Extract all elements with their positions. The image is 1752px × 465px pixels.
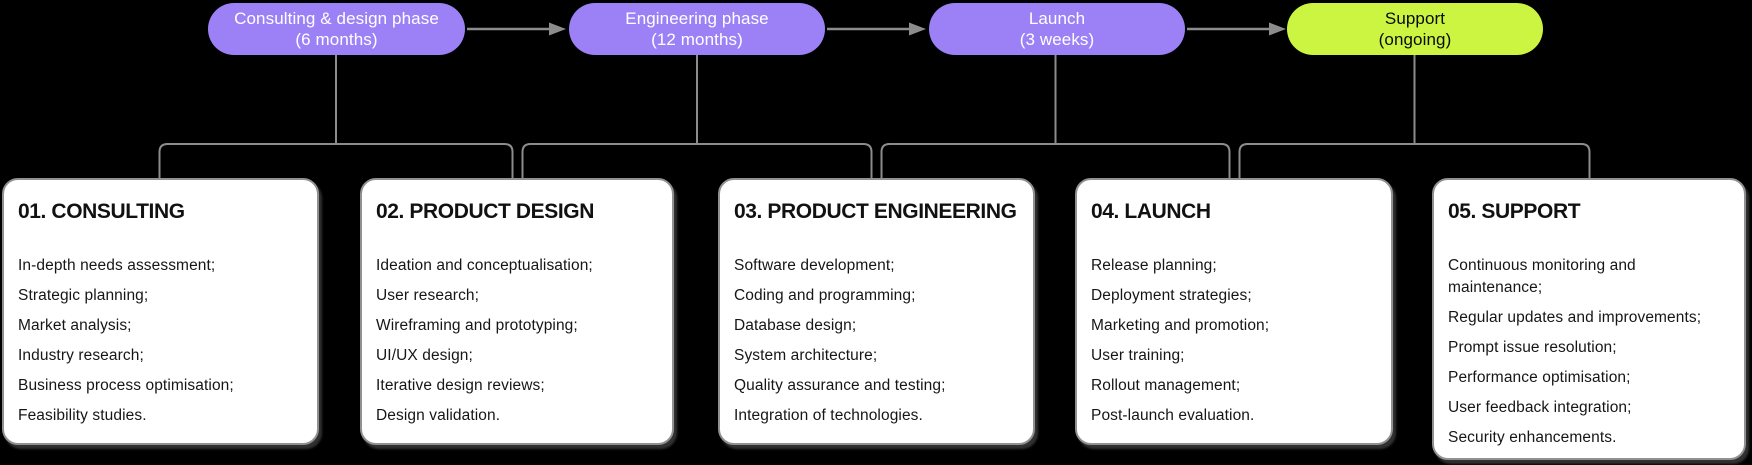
card-item: Software development;	[734, 257, 895, 274]
card-item: Marketing and promotion;	[1091, 317, 1270, 334]
card-item: Security enhancements.	[1448, 429, 1617, 446]
card-item: Quality assurance and testing;	[734, 377, 946, 394]
connector-bracket-consulting	[158, 143, 514, 178]
card-item: Prompt issue resolution;	[1448, 339, 1617, 356]
phase-pill-launch: Launch (3 weeks)	[929, 3, 1185, 55]
card-title: 01. CONSULTING	[18, 200, 185, 223]
connector-bracket-engineering	[521, 143, 873, 178]
card-item: Industry research;	[18, 347, 144, 364]
phase-name: Engineering phase	[625, 9, 769, 28]
card-item: User feedback integration;	[1448, 399, 1632, 416]
card-item: Design validation.	[376, 407, 501, 424]
card-item: Post-launch evaluation.	[1091, 407, 1255, 424]
card-item: System architecture;	[734, 347, 878, 364]
card-item: In-depth needs assessment;	[18, 257, 216, 274]
card-title: 02. PRODUCT DESIGN	[376, 200, 595, 223]
card-product-engineering: 03. PRODUCT ENGINEERING Software develop…	[718, 178, 1035, 445]
card-item: Business process optimisation;	[18, 377, 234, 394]
card-item: Ideation and conceptualisation;	[376, 257, 593, 274]
phase-duration: (ongoing)	[1378, 30, 1452, 49]
card-item: Regular updates and improvements;	[1448, 309, 1702, 326]
card-launch: 04. LAUNCH Release planning; Deployment …	[1075, 178, 1393, 445]
card-title: 03. PRODUCT ENGINEERING	[734, 200, 1017, 223]
phase-pill-engineering: Engineering phase (12 months)	[569, 3, 825, 55]
card-item: User research;	[376, 287, 480, 304]
card-item: Integration of technologies.	[734, 407, 923, 424]
phase-duration: (6 months)	[295, 30, 378, 49]
flow-arrow-right-icon	[827, 22, 926, 36]
phase-name: Launch	[1028, 9, 1086, 28]
card-item: Wireframing and prototyping;	[376, 317, 578, 334]
phase-duration: (3 weeks)	[1019, 30, 1095, 49]
phase-duration: (12 months)	[651, 30, 743, 49]
phase-pill-support: Support (ongoing)	[1287, 3, 1543, 55]
flow-arrow-right-icon	[467, 22, 566, 36]
card-item: Feasibility studies.	[18, 407, 147, 424]
card-item: Strategic planning;	[18, 287, 149, 304]
card-support: 05. SUPPORT Continuous monitoring and ma…	[1432, 178, 1746, 460]
connector-bracket-launch	[880, 143, 1231, 178]
phase-name: Support	[1384, 9, 1446, 28]
card-item: Deployment strategies;	[1091, 287, 1252, 304]
card-product-design: 02. PRODUCT DESIGN Ideation and conceptu…	[360, 178, 674, 445]
card-item: Iterative design reviews;	[376, 377, 545, 394]
card-consulting: 01. CONSULTING In-depth needs assessment…	[2, 178, 319, 445]
flow-arrow-right-icon	[1187, 22, 1286, 36]
card-item: Database design;	[734, 317, 857, 334]
card-item: Release planning;	[1091, 257, 1217, 274]
card-item: Performance optimisation;	[1448, 369, 1631, 386]
card-item: Market analysis;	[18, 317, 132, 334]
card-item: Coding and programming;	[734, 287, 916, 304]
phase-name: Consulting & design phase	[234, 9, 439, 28]
connector-bracket-support	[1238, 143, 1591, 178]
card-title: 05. SUPPORT	[1448, 200, 1581, 223]
card-title: 04. LAUNCH	[1091, 200, 1211, 223]
card-item: User training;	[1091, 347, 1185, 364]
phase-pill-consulting-design: Consulting & design phase (6 months)	[208, 3, 465, 55]
card-item: Continuous monitoring and maintenance;	[1448, 257, 1636, 296]
card-item: Rollout management;	[1091, 377, 1241, 394]
card-item: UI/UX design;	[376, 347, 473, 364]
